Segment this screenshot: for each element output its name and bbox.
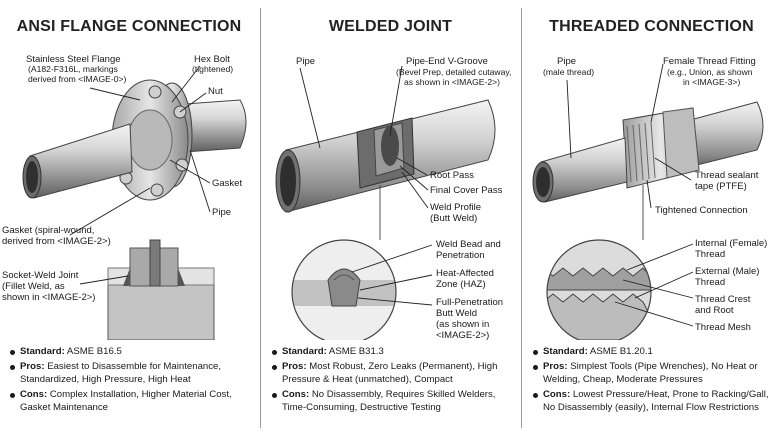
pipe-label: Pipe [296,56,315,67]
thread-crest-label: Thread Crest [695,294,751,305]
bolt-head-icon [175,158,189,172]
pipe-label: Pipe [557,56,576,67]
thread-detail-section [547,240,651,340]
right-pipe [682,101,764,169]
welded-panel: WELDED JOINT [262,0,519,435]
hex-bolt-label: Hex Bolt [194,54,230,65]
socket-weld-section [107,239,215,340]
spec-pros: Pros: Easiest to Disassemble for Mainten… [10,361,250,386]
svg-text:<IMAGE-2>): <IMAGE-2>) [436,330,489,340]
haz-label: Heat-Affected [436,268,494,279]
weld-bead-label: Weld Bead and [436,239,501,250]
v-groove-label: Pipe-End V-Groove [406,56,488,67]
svg-text:tape (PTFE): tape (PTFE) [695,181,747,192]
svg-text:(Fillet Weld, as: (Fillet Weld, as [2,281,65,292]
welded-specs: Standard: ASME B31.3 Pros: Most Robust, … [272,346,512,417]
svg-text:Thread: Thread [695,277,725,288]
pipe-label: Pipe [212,207,231,218]
svg-text:Penetration: Penetration [436,250,485,261]
spec-cons: Cons: Complex Installation, Higher Mater… [10,389,250,414]
svg-text:(Bevel Prep, detailed cutaway,: (Bevel Prep, detailed cutaway, [396,67,511,77]
svg-text:(as shown in: (as shown in [436,319,489,330]
threaded-illustration: Pipe (male thread) Female Thread Fitting… [532,56,767,340]
svg-text:Thread: Thread [695,249,725,260]
spec-cons: Cons: No Disassembly, Requires Skilled W… [272,389,512,414]
gasket-label: Gasket [212,178,242,189]
bolt-head-icon [150,183,164,197]
external-thread-label: External (Male) [695,266,759,277]
svg-text:and Root: and Root [695,305,734,316]
flange-label: Stainless Steel Flange [26,54,121,65]
spec-cons: Cons: Lowest Pressure/Heat, Prone to Rac… [533,389,778,414]
weld-profile-label: Weld Profile [430,202,481,213]
flange-specs: Standard: ASME B16.5 Pros: Easiest to Di… [10,346,250,417]
tightened-label: Tightened Connection [655,205,748,216]
nut-label: Nut [208,86,223,97]
flange-title: ANSI FLANGE CONNECTION [16,18,242,35]
bolt-head-icon [148,85,162,99]
svg-text:Zone (HAZ): Zone (HAZ) [436,279,486,290]
full-penetration-label: Full-Penetration [436,297,503,308]
svg-text:shown in <IMAGE-2>): shown in <IMAGE-2>) [2,292,95,303]
threaded-panel: THREADED CONNECTION [523,0,780,435]
welded-title: WELDED JOINT [328,18,453,35]
panel-divider [260,8,261,428]
threaded-title: THREADED CONNECTION [549,18,754,35]
spiral-gasket-label: Gasket (spiral-wound, [2,225,94,236]
svg-text:(male thread): (male thread) [543,67,594,77]
svg-text:(e.g., Union, as shown: (e.g., Union, as shown [667,67,753,77]
svg-text:in <IMAGE-3>): in <IMAGE-3>) [683,77,740,87]
internal-thread-label: Internal (Female) [695,238,767,249]
svg-text:(A182-F316L, markings: (A182-F316L, markings [28,64,118,74]
thread-mesh-label: Thread Mesh [695,322,751,333]
spec-standard: Standard: ASME B16.5 [10,346,250,358]
threaded-specs: Standard: ASME B1.20.1 Pros: Simplest To… [533,346,778,417]
spec-standard: Standard: ASME B31.3 [272,346,512,358]
panel-divider [521,8,522,428]
welded-illustration: Pipe Pipe-End V-Groove (Bevel Prep, deta… [275,56,511,340]
sealant-tape-label: Thread sealant [695,170,759,181]
svg-text:(tightened): (tightened) [192,64,233,74]
female-fitting-label: Female Thread Fitting [663,56,756,67]
weld-detail-section [292,240,396,340]
cover-pass-label: Final Cover Pass [430,185,503,196]
svg-text:Butt Weld: Butt Weld [436,308,477,319]
right-pipe [184,99,247,153]
flange-panel: ANSI FLANGE CONNECTION [0,0,258,435]
left-pipe [540,137,628,203]
root-pass-label: Root Pass [430,170,474,181]
svg-text:derived from <IMAGE-0>): derived from <IMAGE-0>) [28,74,127,84]
spec-pros: Pros: Simplest Tools (Pipe Wrenches), No… [533,361,778,386]
svg-text:(Butt Weld): (Butt Weld) [430,213,477,224]
spec-standard: Standard: ASME B1.20.1 [533,346,778,358]
svg-text:as shown in <IMAGE-2>): as shown in <IMAGE-2>) [404,77,500,87]
flange-illustration: Stainless Steel Flange (A182-F316L, mark… [2,54,247,340]
socket-weld-label: Socket-Weld Joint [2,270,79,281]
svg-text:derived from <IMAGE-2>): derived from <IMAGE-2>) [2,236,111,247]
spec-pros: Pros: Most Robust, Zero Leaks (Permanent… [272,361,512,386]
left-pipe [29,123,133,199]
